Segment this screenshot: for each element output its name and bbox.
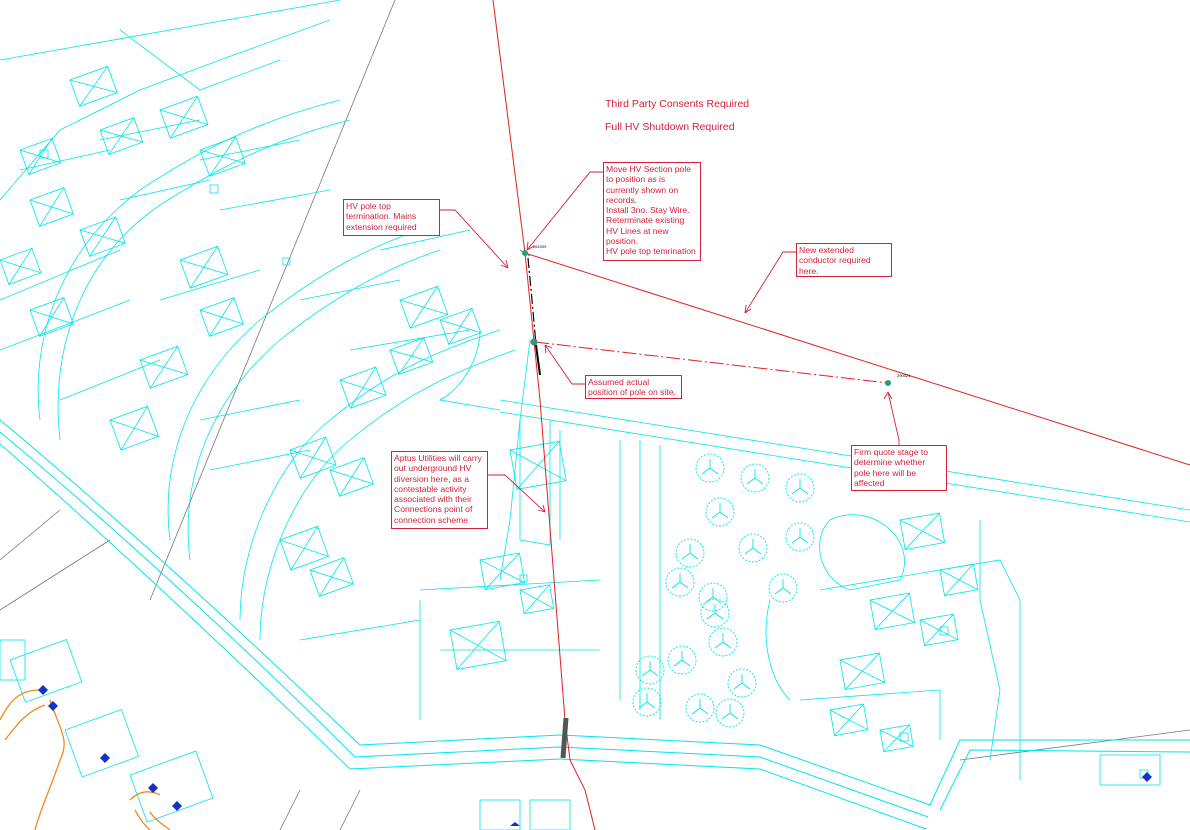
annotation-aptus: Aptus Utilities will carry out undergrou… — [391, 451, 488, 529]
substation-markers — [38, 685, 1152, 826]
hv-overhead-lines — [492, 0, 1190, 830]
main-road — [0, 419, 1190, 830]
estate-boundaries — [0, 0, 1190, 780]
annotation-assumed-position: Assumed actual position of pole on site. — [585, 375, 682, 399]
annotation-firm-quote: Firm quote stage to determine whether po… — [851, 445, 947, 491]
pole-icon — [530, 338, 538, 346]
pole-label-a: 261009 — [533, 244, 547, 249]
heading-consents: Third Party Consents Required — [605, 98, 750, 110]
proposed-route — [527, 257, 569, 759]
leader-arrows — [440, 171, 900, 513]
annotation-new-conductor: New extended conductor required here. — [796, 243, 892, 277]
pole-markers — [519, 249, 891, 386]
pole-label-b: 290321 — [897, 373, 911, 378]
trees — [632, 453, 815, 728]
annotation-move-pole: Move HV Section pole to position as is c… — [603, 162, 701, 261]
annotation-hv-pole-top: HV pole top termination. Mains extension… — [343, 199, 440, 236]
pole-icon — [885, 380, 891, 386]
house-footprints — [0, 65, 1161, 830]
heading-shutdown: Full HV Shutdown Required — [605, 121, 735, 133]
lv-cables — [0, 689, 171, 830]
